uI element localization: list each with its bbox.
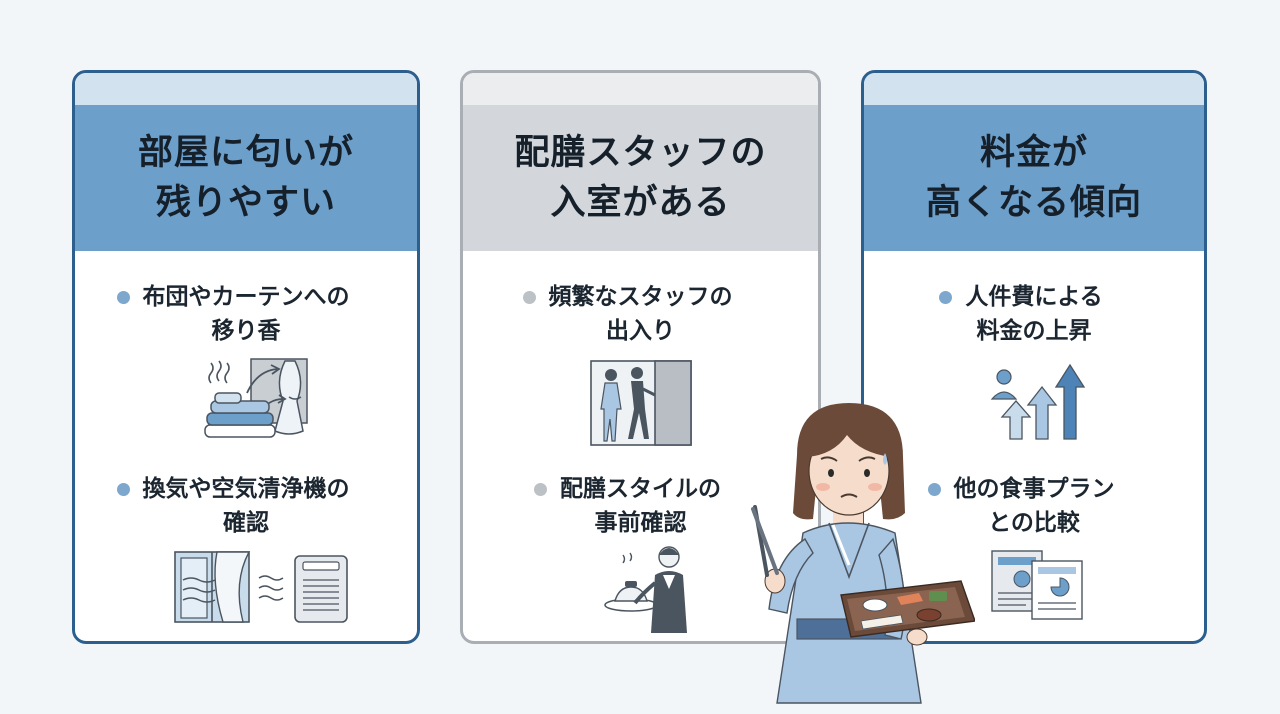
card-top-strip — [75, 73, 417, 105]
bullet-dot — [522, 291, 536, 304]
card-room-odor: 部屋に匂いが 残りやすい 布団やカーテンへの 移り香 換気や空気清浄機の 確認 — [72, 70, 420, 644]
futon-curtain-odor-icon — [204, 358, 308, 438]
window-air-purifier-icon — [174, 551, 348, 623]
bullet-text-line: 出入り — [606, 318, 675, 344]
rising-cost-arrows-icon — [990, 363, 1086, 440]
card-higher-price: 料金が 高くなる傾向 人件費による 料金の上昇 他の食事プラン との比較 — [861, 70, 1207, 644]
bullet-item: 換気や空気清浄機の 確認 — [75, 472, 417, 540]
card-top-strip — [864, 73, 1204, 105]
bullet-text-line: 換気や空気清浄機の — [116, 472, 350, 506]
bullet-text-line: 確認 — [223, 510, 269, 536]
staff-entering-door-icon — [590, 360, 692, 446]
bullet-text-line: との比較 — [988, 510, 1080, 536]
card-title-line: 料金が — [979, 133, 1088, 173]
card-header: 料金が 高くなる傾向 — [864, 105, 1204, 251]
card-title-line: 入室がある — [550, 183, 731, 223]
card-title-line: 部屋に匂いが — [137, 133, 354, 173]
bullet-dot — [116, 483, 130, 496]
bullet-text-line: 料金の上昇 — [976, 318, 1092, 344]
bullet-text-line: 配膳スタイルの — [534, 472, 721, 506]
bullet-text-line: 他の食事プラン — [927, 472, 1115, 506]
bullet-text-line: 布団やカーテンへの — [116, 280, 350, 314]
card-header: 配膳スタッフの 入室がある — [463, 105, 818, 251]
bullet-text-line: 移り香 — [211, 318, 281, 344]
bullet-dot — [534, 483, 547, 496]
bullet-dot — [939, 291, 953, 304]
bullet-item: 布団やカーテンへの 移り香 — [75, 280, 417, 348]
bullet-item: 人件費による 料金の上昇 — [864, 280, 1204, 348]
card-title-line: 高くなる傾向 — [925, 183, 1142, 223]
bullet-dot — [116, 291, 130, 304]
bullet-text-line: 頻繁なスタッフの — [522, 280, 733, 314]
plan-comparison-documents-icon — [991, 550, 1083, 620]
card-title-line: 配膳スタッフの — [514, 133, 767, 173]
bullet-text-line: 事前確認 — [594, 510, 687, 536]
worried-woman-holding-tray-icon — [751, 403, 975, 704]
card-header: 部屋に匂いが 残りやすい — [75, 105, 417, 251]
bullet-item: 他の食事プラン との比較 — [864, 472, 1204, 540]
bullet-text-line: 人件費による — [939, 280, 1103, 314]
staff-serving-meal-icon — [604, 546, 687, 633]
bullet-dot — [927, 483, 941, 496]
bullet-item: 配膳スタイルの 事前確認 — [463, 472, 818, 540]
bullet-item: 頻繁なスタッフの 出入り — [463, 280, 818, 348]
card-title-line: 残りやすい — [155, 183, 336, 223]
card-top-strip — [463, 73, 818, 105]
